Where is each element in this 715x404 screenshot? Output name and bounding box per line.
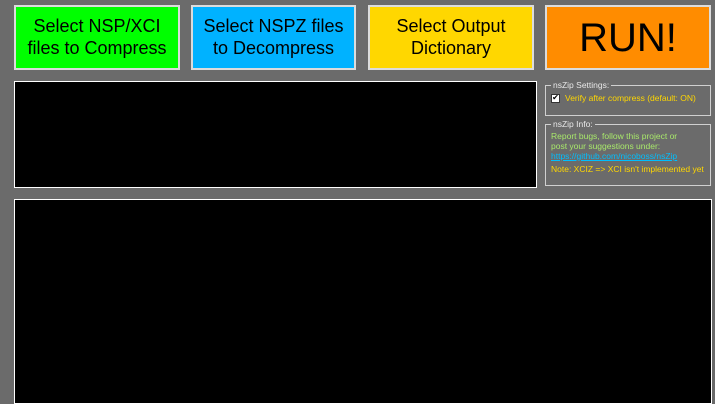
- select-compress-label-line2: files to Compress: [27, 37, 167, 58]
- select-compress-label-line1: Select NSP/XCI: [33, 15, 161, 36]
- verify-checkbox[interactable]: ✔: [551, 93, 560, 103]
- select-decompress-label-line1: Select NSPZ files: [203, 15, 344, 36]
- log-output-console[interactable]: [14, 199, 712, 404]
- select-output-label-line2: Dictionary: [410, 37, 491, 58]
- info-text-line2: post your suggestions under:: [551, 141, 661, 151]
- select-output-label-line1: Select Output: [396, 15, 506, 36]
- task-list-box[interactable]: [14, 81, 537, 188]
- run-label: RUN!: [579, 15, 677, 60]
- info-group: nsZip Info: Report bugs, follow this pro…: [545, 119, 711, 186]
- settings-group: nsZip Settings: ✔ Verify after compress …: [545, 80, 711, 116]
- verify-checkbox-label[interactable]: Verify after compress (default: ON): [565, 93, 696, 103]
- select-output-button[interactable]: Select Output Dictionary: [368, 5, 534, 70]
- verify-setting-row: ✔ Verify after compress (default: ON): [551, 93, 705, 103]
- github-link[interactable]: https://github.com/nicoboss/nsZip: [551, 151, 678, 161]
- select-decompress-button[interactable]: Select NSPZ files to Decompress: [191, 5, 356, 70]
- info-note: Note: XCIZ => XCI isn't implemented yet: [551, 164, 704, 174]
- run-button[interactable]: RUN!: [545, 5, 711, 70]
- settings-group-title: nsZip Settings:: [553, 80, 610, 90]
- select-decompress-label-line2: to Decompress: [212, 37, 335, 58]
- select-compress-button[interactable]: Select NSP/XCI files to Compress: [14, 5, 180, 70]
- info-text-line1: Report bugs, follow this project or: [551, 131, 678, 141]
- info-group-title: nsZip Info:: [553, 119, 593, 129]
